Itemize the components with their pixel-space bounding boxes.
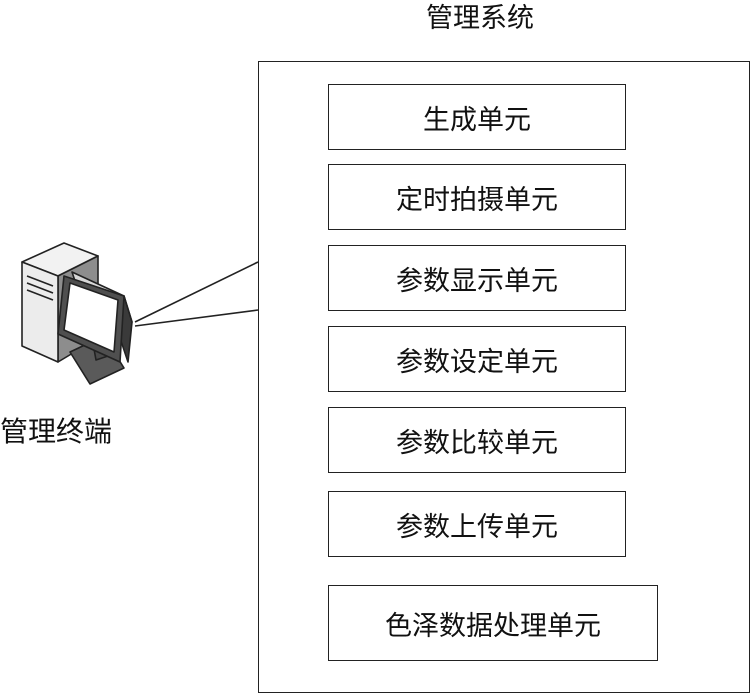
management-system-box	[258, 61, 750, 693]
connector-lines	[134, 261, 259, 327]
unit-parameter-upload: 参数上传单元	[328, 491, 626, 557]
system-title: 管理系统	[426, 3, 534, 34]
terminal-label: 管理终端	[0, 415, 113, 448]
unit-parameter-compare: 参数比较单元	[328, 407, 626, 473]
unit-parameter-setting: 参数设定单元	[328, 326, 626, 392]
unit-parameter-display: 参数显示单元	[328, 245, 626, 311]
unit-generate: 生成单元	[328, 84, 626, 150]
unit-timed-capture: 定时拍摄单元	[328, 164, 626, 230]
computer-icon	[21, 242, 133, 385]
unit-color-data-processing: 色泽数据处理单元	[328, 585, 658, 661]
